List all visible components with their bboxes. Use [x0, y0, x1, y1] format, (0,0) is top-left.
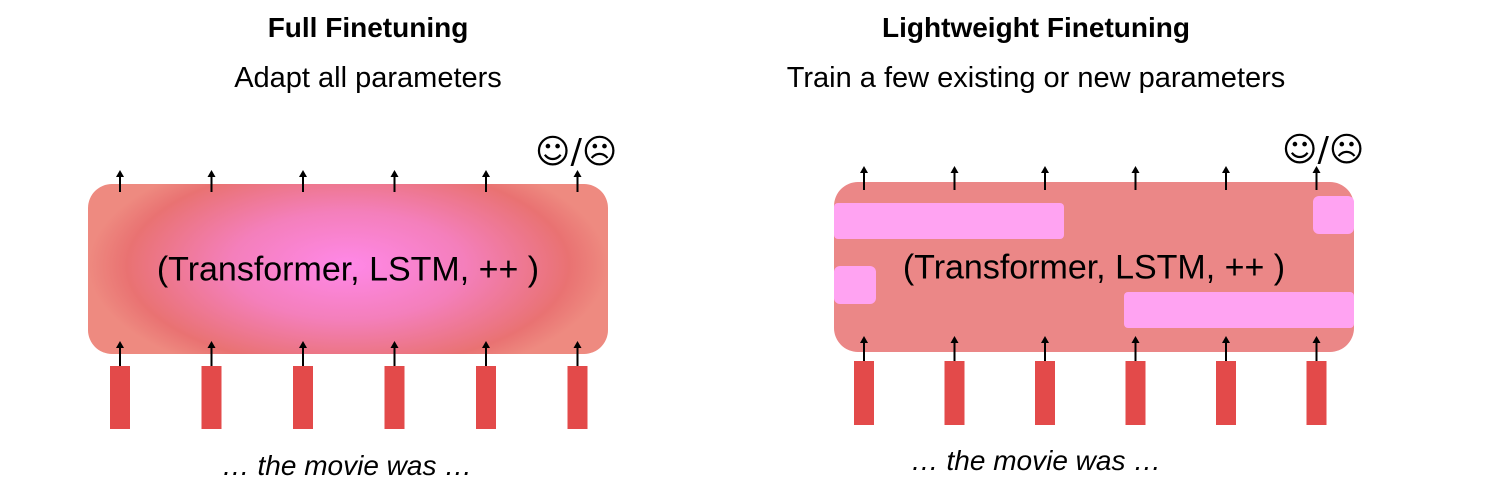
input-token-bar — [110, 366, 130, 429]
input-arrow — [1222, 336, 1230, 361]
output-arrow — [207, 170, 216, 192]
output-sentiment-symbols: ☺/☹ — [1282, 130, 1365, 170]
input-arrow — [950, 336, 959, 361]
input-arrow — [390, 341, 399, 366]
input-token-bar — [476, 366, 496, 429]
input-token-bar — [1125, 361, 1146, 425]
input-token-bar — [384, 366, 405, 429]
input-token-bar — [1306, 361, 1327, 425]
input-token-bar — [293, 366, 313, 429]
full-finetuning-panel: Full Finetuning Adapt all parameters (Tr… — [88, 12, 618, 481]
input-arrow — [1041, 336, 1049, 361]
input-token-bar — [567, 366, 588, 429]
output-arrow — [390, 170, 399, 192]
input-arrow — [116, 341, 124, 366]
output-arrow — [860, 166, 868, 190]
input-arrow — [299, 341, 307, 366]
input-token-bar — [854, 361, 874, 425]
model-box — [88, 184, 608, 354]
output-arrow — [1131, 166, 1140, 190]
panel-title: Lightweight Finetuning — [882, 12, 1190, 43]
trainable-block-top-left — [834, 203, 1064, 239]
trainable-block-bottom-right — [1124, 292, 1354, 328]
input-arrow — [482, 341, 490, 366]
trainable-block-left — [834, 266, 876, 304]
panel-subtitle: Train a few existing or new parameters — [786, 62, 1286, 94]
trainable-block-top-right — [1313, 196, 1354, 234]
output-arrow — [116, 170, 124, 192]
output-arrow — [482, 170, 490, 192]
arrows-and-tokens — [854, 166, 1327, 425]
input-caption: … the movie was … — [910, 445, 1162, 476]
input-token-bar — [944, 361, 965, 425]
input-token-bar — [1035, 361, 1055, 425]
arrows-and-tokens — [110, 170, 588, 429]
output-arrow — [1312, 166, 1321, 190]
output-arrow — [573, 170, 582, 192]
output-arrow — [950, 166, 959, 190]
panel-title: Full Finetuning — [267, 12, 469, 43]
input-token-bar — [1216, 361, 1236, 425]
output-arrow — [299, 170, 307, 192]
output-arrow — [1222, 166, 1230, 190]
input-arrow — [573, 341, 582, 366]
output-sentiment-symbols: ☺/☹ — [535, 132, 618, 172]
input-arrow — [207, 341, 216, 366]
input-arrow — [1312, 336, 1321, 361]
input-token-bar — [201, 366, 222, 429]
lightweight-finetuning-panel: Lightweight Finetuning Train a few exist… — [744, 0, 1488, 486]
input-arrow — [860, 336, 868, 361]
input-caption: … the movie was … — [221, 450, 473, 481]
model-label: (Transformer, LSTM, ++ ) — [156, 250, 540, 289]
input-arrow — [1131, 336, 1140, 361]
model-label: (Transformer, LSTM, ++ ) — [902, 248, 1286, 287]
output-arrow — [1041, 166, 1049, 190]
panel-subtitle: Adapt all parameters — [234, 62, 502, 94]
